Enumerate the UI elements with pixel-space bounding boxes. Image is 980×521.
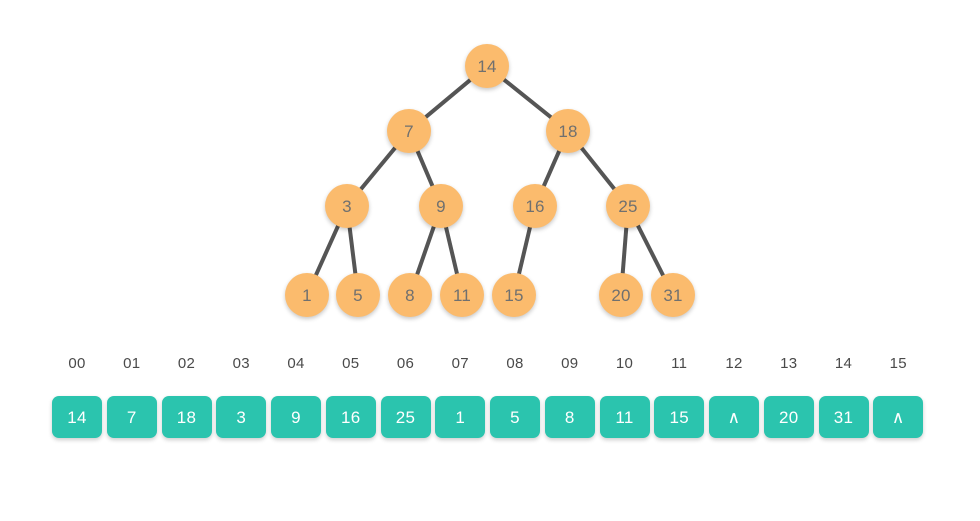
tree-node-label: 9 — [436, 196, 446, 216]
tree-node[interactable]: 5 — [336, 273, 380, 317]
array-index-label: 04 — [287, 355, 305, 372]
array-index-label: 08 — [506, 355, 524, 372]
tree-node[interactable]: 20 — [599, 273, 643, 317]
tree-edge — [516, 225, 533, 276]
tree-node[interactable]: 8 — [388, 273, 432, 317]
array-cell[interactable]: 7 — [106, 396, 157, 438]
tree-node[interactable]: 18 — [546, 109, 590, 153]
array-index-label: 07 — [451, 355, 469, 372]
array-cell-value: 9 — [291, 407, 301, 427]
array-index-label: 05 — [342, 355, 360, 372]
array-index-label: 03 — [232, 355, 250, 372]
tree-node[interactable]: 9 — [419, 184, 463, 228]
array-cell[interactable]: 31 — [818, 396, 869, 438]
array-index-label: 00 — [68, 355, 86, 372]
array-cell[interactable]: 9 — [271, 396, 321, 438]
tree-node[interactable]: 25 — [606, 184, 650, 228]
array-cell[interactable]: 20 — [763, 396, 814, 438]
array-cell-value: 8 — [564, 407, 575, 427]
tree-edge — [541, 149, 562, 188]
array-index-label: 06 — [396, 355, 415, 372]
tree-edge — [347, 226, 358, 275]
array-cell[interactable]: 16 — [325, 396, 376, 438]
tree-edge — [358, 145, 398, 192]
tree-node-label: 5 — [353, 285, 363, 305]
tree-edge — [620, 226, 629, 275]
tree-node-label: 20 — [611, 285, 631, 305]
tree-edge — [423, 77, 473, 120]
array-cell[interactable]: 18 — [161, 396, 212, 438]
array-cell[interactable]: 8 — [544, 396, 595, 438]
tree-node-label: 15 — [504, 285, 524, 305]
tree-node-label: 18 — [558, 121, 578, 141]
array-cell-value: 16 — [340, 407, 361, 427]
tree-node-label: 14 — [477, 56, 497, 76]
array-cell-value: ∧ — [891, 407, 905, 427]
tree-node-label: 8 — [405, 285, 415, 305]
array-cell-value: 18 — [176, 407, 197, 427]
tree-edge — [415, 149, 435, 188]
array-cell[interactable]: 5 — [490, 396, 540, 438]
tree-edge — [443, 225, 460, 276]
array-cell[interactable]: 11 — [599, 396, 650, 438]
array-cell-value: 3 — [236, 407, 247, 427]
array-index-label: 12 — [725, 355, 743, 372]
array-index-label: 09 — [561, 355, 579, 372]
array-cell-value: ∧ — [727, 407, 741, 427]
array-cell-value: 31 — [833, 407, 854, 427]
array-cell[interactable]: 14 — [52, 396, 102, 438]
tree-node-label: 31 — [663, 285, 683, 305]
tree-edge — [635, 223, 666, 278]
array-index-label: 11 — [671, 355, 688, 372]
tree-node[interactable]: 31 — [651, 273, 695, 317]
tree-node[interactable]: 1 — [285, 273, 329, 317]
array-cell[interactable]: 15 — [654, 396, 705, 438]
tree-node-label: 16 — [525, 196, 545, 216]
tree-node[interactable]: 16 — [513, 184, 557, 228]
array-cell-value: 25 — [395, 407, 416, 427]
array-cell-value: 1 — [455, 407, 466, 427]
array-cell[interactable]: 1 — [435, 396, 486, 438]
tree-node-label: 7 — [404, 121, 414, 141]
array-cell[interactable]: 3 — [216, 396, 267, 438]
array-cell-value: 20 — [778, 407, 799, 427]
array-index-label: 15 — [889, 355, 907, 372]
tree-node-label: 25 — [618, 196, 638, 216]
array-index-label: 14 — [834, 355, 853, 372]
tree-node[interactable]: 3 — [325, 184, 369, 228]
tree-node-label: 1 — [302, 285, 312, 305]
tree-edge — [579, 146, 617, 191]
tree-node[interactable]: 7 — [387, 109, 431, 153]
array-index-label: 01 — [123, 355, 141, 372]
array-cell-value: 15 — [669, 407, 689, 427]
array-cell-value: 7 — [126, 407, 137, 427]
tree-edge — [415, 225, 436, 276]
tree-node[interactable]: 15 — [492, 273, 536, 317]
tree-edges-layer — [313, 77, 666, 278]
array-cell-value: 11 — [615, 407, 634, 427]
tree-node[interactable]: 14 — [465, 44, 509, 88]
array-cell[interactable]: 25 — [380, 396, 431, 438]
array-cell-value: 14 — [67, 407, 87, 427]
tree-node-label: 11 — [452, 285, 472, 305]
tree-node-label: 3 — [342, 196, 352, 216]
array-index-label: 02 — [177, 355, 196, 372]
array-cell-value: 5 — [510, 407, 520, 427]
array-index-label: 13 — [780, 355, 798, 372]
array-index-label: 10 — [615, 355, 634, 372]
tree-node[interactable]: 11 — [440, 273, 484, 317]
array-cell[interactable]: ∧ — [873, 396, 924, 438]
tree-edge — [313, 224, 341, 277]
tree-edge — [502, 77, 553, 120]
array-cell[interactable]: ∧ — [709, 396, 759, 438]
array-index-row: 00 01 02 03 04 05 06 07 08 09 10 11 12 13 14 15 — [52, 352, 932, 382]
